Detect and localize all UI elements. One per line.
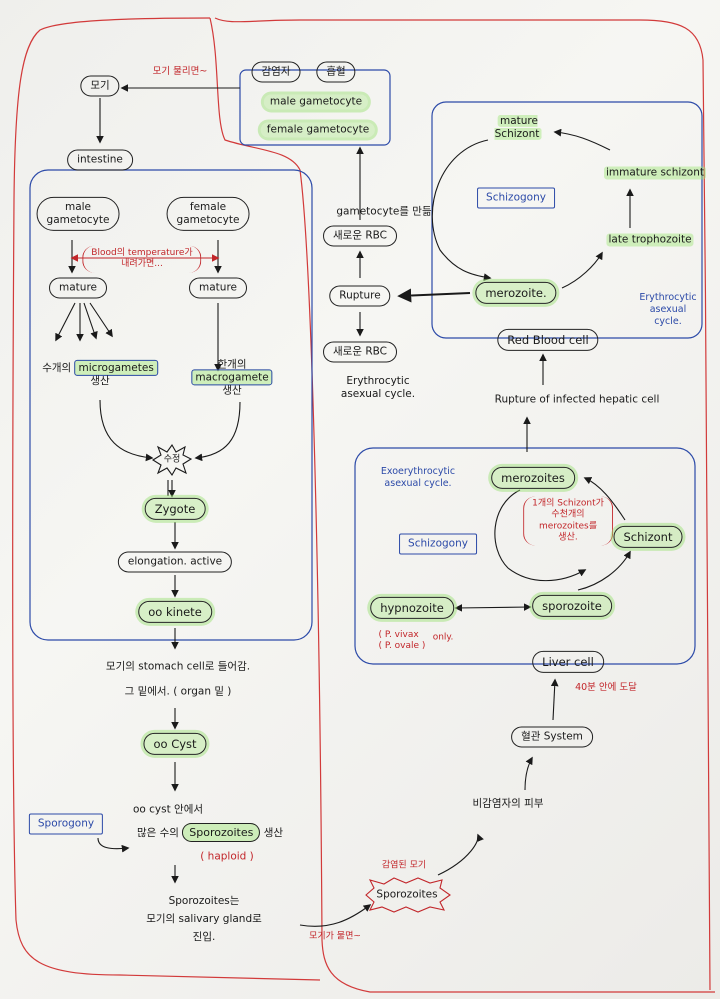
rupture-node: Rupture xyxy=(329,285,391,307)
vivax-ovale-note: ( P. vivax ( P. ovale ) xyxy=(378,629,426,651)
new-rbc-top-node: 새로운 RBC xyxy=(323,225,397,247)
haploid-note: ( haploid ) xyxy=(200,850,254,863)
merozoite-node: merozoite. xyxy=(475,281,557,305)
oocyst-node: oo Cyst xyxy=(143,732,207,756)
intestine-node: intestine xyxy=(67,149,133,171)
organ-note: 그 밑에서. ( organ 밑 ) xyxy=(124,685,232,698)
microgametes-label: 수개의 microgametes 생산 xyxy=(42,359,158,388)
sporozoites-production: 많은 수의 Sporozoites 생산 xyxy=(136,822,284,842)
only-note: only. xyxy=(432,632,454,643)
sporozoites-star-label: Sporozoites xyxy=(376,888,438,901)
male-gametocyte-label: male gametocyte xyxy=(263,94,369,110)
male-gametocyte-node: male gametocyte xyxy=(36,196,120,232)
blue-containers xyxy=(29,69,703,665)
zygote-node: Zygote xyxy=(144,497,206,521)
macrogamete-label: 한개의 macrogamete 생산 xyxy=(191,358,273,397)
liver-cell-node: Liver cell xyxy=(532,650,604,674)
schizogony-bottom-box: Schizogony xyxy=(399,533,477,555)
rupture-hepatic-label: Rupture of infected hepatic cell xyxy=(494,393,660,406)
fertilization-burst-icon xyxy=(151,443,193,477)
fertilization-label: 수정 xyxy=(163,454,181,465)
bite-note-bottom: 모기가 물면~ xyxy=(309,931,361,942)
sporozoite-node: sporozoite xyxy=(532,594,612,618)
macrogamete-term: macrogamete xyxy=(191,369,273,386)
new-rbc-bottom-node: 새로운 RBC xyxy=(323,341,397,363)
schizont-node: Schizont xyxy=(613,525,683,549)
schizont-note: 1개의 Schizont가 수천개의 merozoites를 생산. xyxy=(523,496,613,546)
flow-arrows xyxy=(55,84,634,927)
sporozoites-burst-icon xyxy=(365,877,451,913)
stomach-note: 모기의 stomach cell로 들어감. xyxy=(105,660,251,673)
red-blood-cell-node: Red Blood cell xyxy=(497,328,599,352)
carrier-node: 감염자 xyxy=(251,61,301,83)
sporozoites-term: Sporozoites xyxy=(182,822,261,842)
ookinete-node: oo kinete xyxy=(138,600,212,624)
gametocyte-note: gametocyte를 만듦 xyxy=(336,205,432,218)
temperature-note: Blood의 temperature가 내려가면... xyxy=(82,245,202,273)
exoerythrocytic-label: Exoerythrocytic asexual cycle. xyxy=(380,466,456,489)
erythrocytic-cycle-label: Erythrocytic asexual cycle. xyxy=(639,292,697,327)
mature-schizont-term: mature Schizont xyxy=(494,114,542,140)
microgametes-prefix: 수개의 xyxy=(42,361,72,374)
oocyst-inside-note: oo cyst 안에서 xyxy=(132,803,204,816)
circulation-node: 혈관 System xyxy=(511,726,593,748)
blood-draw-node: 흡혈 xyxy=(316,61,356,83)
male-mature-node: mature xyxy=(49,277,107,299)
mosquito-node: 모기 xyxy=(80,75,120,97)
female-gametocyte-label: female gametocyte xyxy=(260,122,376,138)
sporozoites-prefix: 많은 수의 xyxy=(136,826,179,839)
hypnozoite-node: hypnozoite xyxy=(370,596,454,620)
hours-note: 40분 안에 도달 xyxy=(575,682,637,694)
schizogony-top-box: Schizogony xyxy=(477,187,555,209)
bite-note-top: 모기 물리면~ xyxy=(152,66,208,78)
skin-label: 비감염자의 피부 xyxy=(472,797,544,810)
macrogamete-suffix: 생산 xyxy=(222,384,242,397)
microgametes-term: microgametes xyxy=(74,359,158,376)
erythrocytic-note: Erythrocytic asexual cycle. xyxy=(340,374,416,400)
immature-schizont-label: immature schizont xyxy=(604,166,706,180)
elongation-node: elongation. active xyxy=(117,551,233,573)
merozoites-node: merozoites xyxy=(491,466,575,490)
mature-schizont-label: mature Schizont xyxy=(494,114,542,141)
female-gametocyte-node: female gametocyte xyxy=(166,196,250,232)
late-trophozoite-label: late trophozoite xyxy=(606,233,694,247)
sporogony-box: Sporogony xyxy=(28,813,104,835)
female-mature-node: mature xyxy=(189,277,247,299)
microgametes-suffix: 생산 xyxy=(90,375,110,387)
infected-mosquito-note: 감염된 모기 xyxy=(381,860,427,871)
sporozoites-suffix: 생산 xyxy=(263,826,284,839)
macrogamete-prefix: 한개의 xyxy=(217,358,247,371)
salivary-note: Sporozoites는 모기의 salivary gland로 진입. xyxy=(146,895,262,943)
